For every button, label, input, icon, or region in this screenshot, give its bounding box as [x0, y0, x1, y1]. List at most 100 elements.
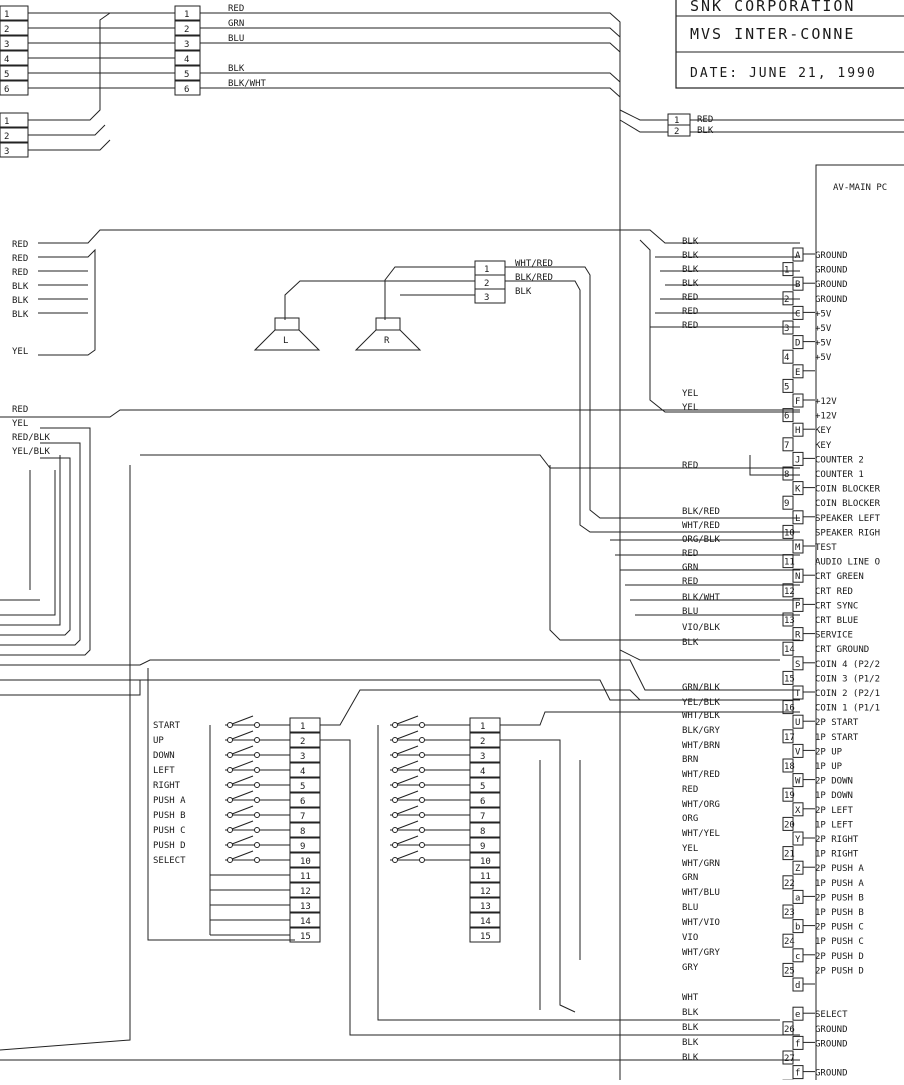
title-company: SNK CORPORATION [690, 0, 855, 15]
edge-wire-color: YEL/BLK [682, 698, 721, 708]
pin-block-cell [469, 837, 501, 853]
edge-number: 24 [784, 937, 795, 947]
edge-number-cell [782, 816, 794, 831]
switch-contact [227, 812, 233, 818]
pin-block-number: 13 [480, 902, 491, 912]
edge-number: 23 [784, 908, 795, 918]
switch-lever [231, 790, 254, 800]
edge-letter: K [795, 485, 801, 495]
pin-block-cell [469, 747, 501, 763]
monitor-wire-label: RED/BLK [12, 433, 51, 443]
switch-contact [227, 797, 233, 803]
speaker-magnet [274, 317, 300, 331]
edge-signal-component: GROUND [815, 295, 848, 305]
pin-block-number: 14 [300, 917, 311, 927]
switch-contact [392, 797, 398, 803]
wire-color-label: GRN [228, 19, 244, 29]
edge-letter: E [795, 368, 800, 378]
edge-wire-color: VIO [682, 933, 698, 943]
edge-number: 16 [784, 704, 795, 714]
edge-letter: S [795, 660, 800, 670]
speaker-label: L [283, 336, 288, 346]
pin-block-number: 2 [480, 737, 485, 747]
switch-contact [392, 722, 398, 728]
speaker-magnet [375, 317, 401, 331]
edge-letter: U [795, 718, 800, 728]
terminal-pin-number: 1 [4, 10, 9, 20]
edge-number-cell [782, 466, 794, 481]
edge-number: 19 [784, 791, 795, 801]
connector-pin-number: 2 [184, 25, 189, 35]
switch-icon [227, 790, 260, 803]
edge-number: 6 [784, 412, 789, 422]
power-wire-label: RED [12, 254, 28, 264]
edge-signal-component: 1P PUSH B [815, 908, 864, 918]
edge-wire-color: WHT/GRY [682, 948, 721, 958]
edge-signal-component: 1P RIGHT [815, 850, 859, 860]
edge-number-cell [782, 962, 794, 977]
pin-block-number: 11 [300, 872, 311, 882]
connector-pin-number: 2 [674, 127, 679, 137]
pin-block-number: 11 [480, 872, 491, 882]
connector-pin-number: 1 [184, 10, 189, 20]
pin-block-number: 1 [480, 722, 485, 732]
switch-contact [419, 737, 425, 743]
edge-signal-solder: 2P START [815, 718, 859, 728]
switch-icon [392, 730, 425, 743]
connector-pin-number: 6 [184, 85, 189, 95]
terminal-cell [0, 80, 29, 96]
switch-contact [419, 797, 425, 803]
edge-wire-color: YEL [682, 389, 698, 399]
edge-signal-solder: GROUND [815, 251, 848, 261]
speaker-icon: L [253, 317, 321, 351]
edge-number: 3 [784, 324, 789, 334]
switch-icon [227, 745, 260, 758]
monitor-wire-label: RED [12, 405, 28, 415]
edge-wire-color: RED [682, 321, 698, 331]
pin-block-cell [289, 762, 321, 778]
edge-signal-solder: 2P PUSH D [815, 952, 864, 962]
edge-wire-color: YEL [682, 403, 698, 413]
terminal-cell [0, 35, 29, 51]
edge-number: 27 [784, 1054, 795, 1064]
edge-signal-component: 1P PUSH C [815, 937, 864, 947]
edge-wire-color: BLK/RED [682, 507, 720, 517]
edge-signal-component: CRT RED [815, 587, 853, 597]
edge-signal-component: CRT GROUND [815, 645, 869, 655]
switch-icon [227, 760, 260, 773]
terminal-cell [0, 20, 29, 36]
edge-signal-solder: KEY [815, 426, 832, 436]
edge-wire-color: BLK/WHT [682, 593, 721, 603]
switch-lever [396, 715, 419, 725]
edge-wire-color: WHT/VIO [682, 918, 720, 928]
switch-group [227, 715, 425, 863]
wire-color-label: BLU [228, 34, 244, 44]
terminal-cell [0, 50, 29, 66]
switch-contact [254, 842, 260, 848]
switch-contact [227, 722, 233, 728]
edge-wire-color: ORG/BLK [682, 535, 721, 545]
wire-color-label: BLK/WHT [228, 79, 267, 89]
top-left-terminal-b: 123 [0, 112, 29, 158]
switch-lever [231, 835, 254, 845]
connector-pin-number: 1 [674, 116, 679, 126]
switch-icon [392, 790, 425, 803]
pin-block-cell [469, 882, 501, 898]
main-board: AV-MAIN PC [815, 164, 904, 1085]
pin-block-number: 3 [300, 752, 305, 762]
control-label: START [153, 721, 181, 731]
edge-signal-component: 1P PUSH A [815, 879, 864, 889]
edge-letter: W [795, 777, 801, 787]
edge-number-cell [782, 349, 794, 364]
edge-number-cell [782, 729, 794, 744]
edge-wire-color: WHT/BLU [682, 888, 720, 898]
edge-number: 7 [784, 441, 789, 451]
edge-letter: b [795, 923, 800, 933]
switch-contact [392, 857, 398, 863]
terminal-pin-number: 3 [4, 40, 9, 50]
edge-letter: Y [795, 835, 801, 845]
edge-signal-component: 1P LEFT [815, 820, 854, 830]
pin-block-cell [289, 867, 321, 883]
edge-signal-component: 2P PUSH D [815, 966, 864, 976]
